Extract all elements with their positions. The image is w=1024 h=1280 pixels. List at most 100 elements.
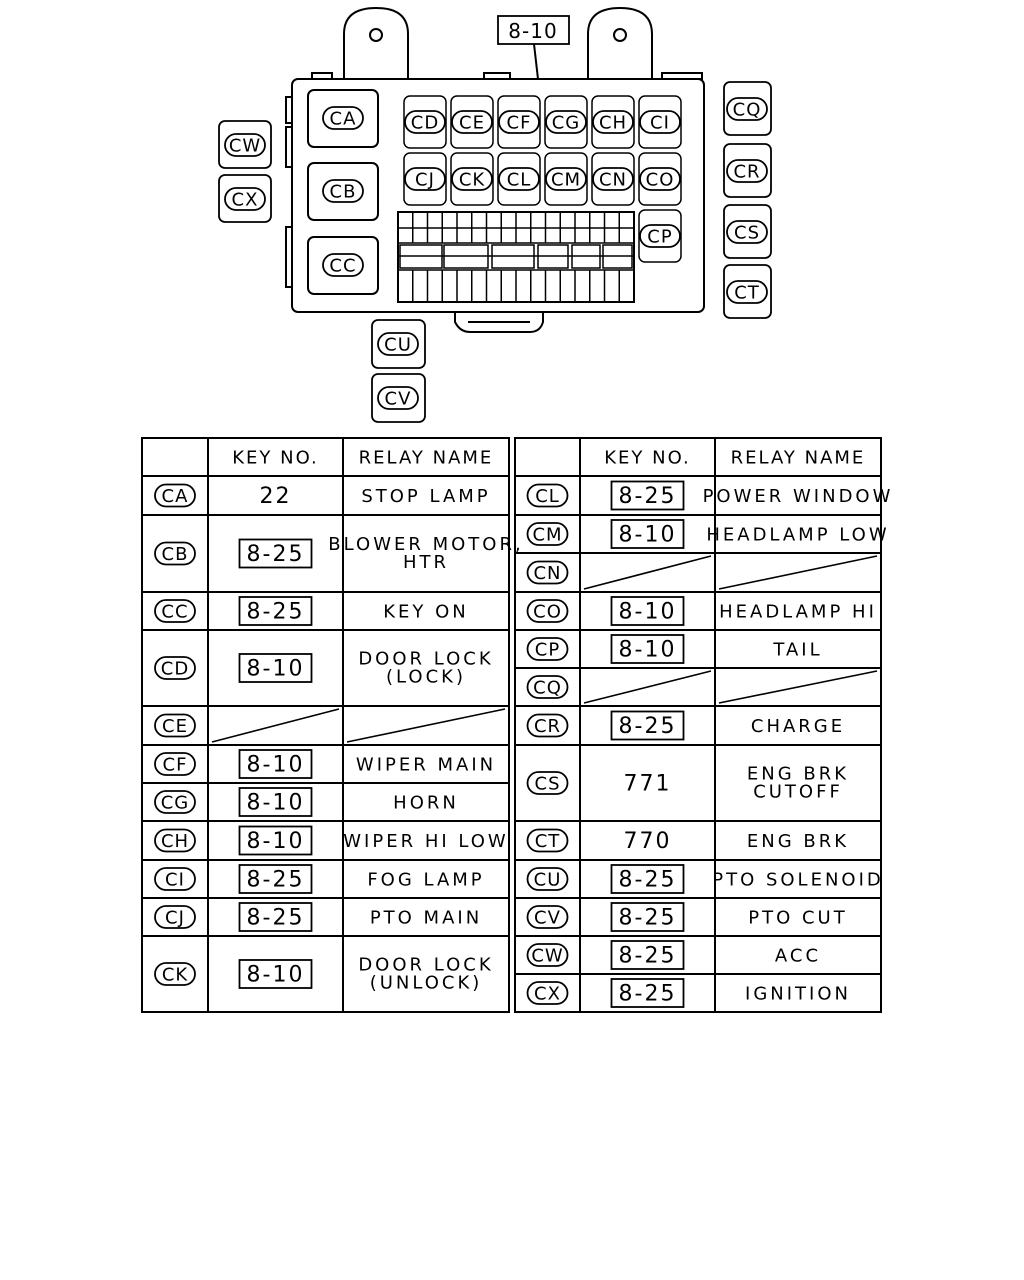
- relay-name: PTO CUT: [748, 908, 847, 929]
- key-reference-box: [238, 596, 313, 626]
- key-reference-box: [610, 940, 685, 970]
- relay-name: PTO SOLENOID: [712, 870, 884, 891]
- table-border: [141, 437, 510, 1013]
- relay-label-outline: [545, 110, 587, 134]
- relay-label-text: CN: [533, 563, 561, 584]
- relay-label-text: CW: [229, 136, 261, 157]
- side-tab: [285, 96, 293, 124]
- relay-socket-external: [723, 81, 772, 136]
- relay-name: ENG BRK: [747, 831, 849, 852]
- side-tab: [285, 126, 293, 168]
- reference-leader-line: [533, 43, 539, 80]
- relay-id-cc: CC: [154, 599, 196, 623]
- relay-label-outline: [377, 332, 419, 356]
- relay-label-outline: [154, 867, 196, 891]
- relay-label-text: CC: [329, 256, 356, 277]
- relay-label-outline: [545, 167, 587, 191]
- relay-label-outline: [526, 637, 569, 661]
- relay-name-line: HTR: [403, 552, 449, 573]
- key-reference-box: [610, 519, 685, 549]
- relay-label-outline: [726, 97, 768, 121]
- relay-label-text: CR: [733, 162, 760, 183]
- relay-socket-large: [307, 162, 379, 221]
- relay-box-housing: [291, 78, 705, 313]
- key-number: 8-25: [619, 484, 677, 509]
- key-number: 8-10: [619, 523, 677, 548]
- key-number: 8-25: [247, 906, 305, 931]
- relay-socket-external: [723, 204, 772, 259]
- relay-socket-small: [591, 95, 635, 149]
- empty-key-slash: [211, 708, 340, 743]
- table-header-key-no: KEY NO.: [604, 448, 691, 469]
- relay-socket-small: [450, 152, 494, 206]
- relay-socket-small: [497, 95, 541, 149]
- key-reference-box: [238, 902, 313, 932]
- relay-label-text: CJ: [415, 170, 435, 191]
- relay-label-text: CB: [162, 544, 189, 565]
- key-number: 8-25: [619, 714, 677, 739]
- relay-label-text: CI: [650, 113, 670, 134]
- relay-socket-small: [450, 95, 494, 149]
- relay-position-cm: CM: [545, 167, 587, 191]
- key-number: 8-25: [619, 868, 677, 893]
- relay-label-outline: [154, 905, 196, 929]
- relay-position-cu: CU: [377, 332, 419, 356]
- relay-name-line: BLOWER MOTOR,: [328, 534, 523, 555]
- right-mounting-hole: [613, 28, 627, 42]
- relay-name: CHARGE: [751, 716, 845, 737]
- relay-position-ca: CA: [322, 106, 364, 130]
- relay-label-outline: [526, 828, 569, 853]
- key-reference-box: [610, 710, 685, 741]
- relay-label-text: CG: [161, 793, 190, 814]
- reference-box-outline: [497, 15, 570, 45]
- relay-id-ce: CE: [154, 713, 196, 738]
- relay-label-outline: [498, 110, 540, 134]
- relay-socket-external: [723, 264, 772, 319]
- relay-id-cw: CW: [526, 943, 569, 967]
- relay-label-outline: [404, 167, 446, 191]
- reference-box-text: 8-10: [508, 19, 557, 43]
- relay-label-text: CU: [384, 335, 412, 356]
- key-number: 8-25: [619, 982, 677, 1007]
- relay-id-ca: CA: [154, 483, 196, 508]
- relay-label-text: CP: [535, 640, 560, 661]
- relay-label-text: CV: [385, 389, 412, 410]
- relay-label-text: CS: [535, 774, 561, 795]
- relay-label-outline: [526, 771, 569, 795]
- relay-name: POWER WINDOW: [703, 486, 894, 507]
- fuse-block-grid: [398, 212, 634, 302]
- relay-socket-small: [403, 95, 447, 149]
- relay-id-ch: CH: [154, 828, 196, 853]
- relay-socket-large: [307, 89, 379, 148]
- relay-id-cs: CS: [526, 771, 569, 795]
- relay-label-outline: [526, 483, 569, 508]
- relay-name: IGNITION: [745, 984, 851, 1005]
- relay-label-text: CP: [647, 227, 672, 248]
- relay-label-text: CV: [534, 908, 561, 929]
- relay-label-text: CH: [161, 831, 189, 852]
- relay-position-ch: CH: [592, 110, 634, 134]
- relay-name-line: DOOR LOCK: [358, 955, 493, 976]
- relay-socket-small: [544, 95, 588, 149]
- relay-name: PTO MAIN: [370, 908, 482, 929]
- relay-id-cd: CD: [154, 656, 196, 680]
- relay-position-cw: CW: [224, 133, 266, 157]
- relay-label-text: CG: [552, 113, 581, 134]
- relay-position-cc: CC: [322, 253, 364, 277]
- relay-socket-small: [638, 152, 682, 206]
- relay-socket-small: [638, 95, 682, 149]
- key-reference-box: [610, 978, 685, 1008]
- relay-label-outline: [726, 159, 768, 183]
- relay-label-text: CJ: [165, 908, 185, 929]
- key-reference-box: [238, 538, 313, 569]
